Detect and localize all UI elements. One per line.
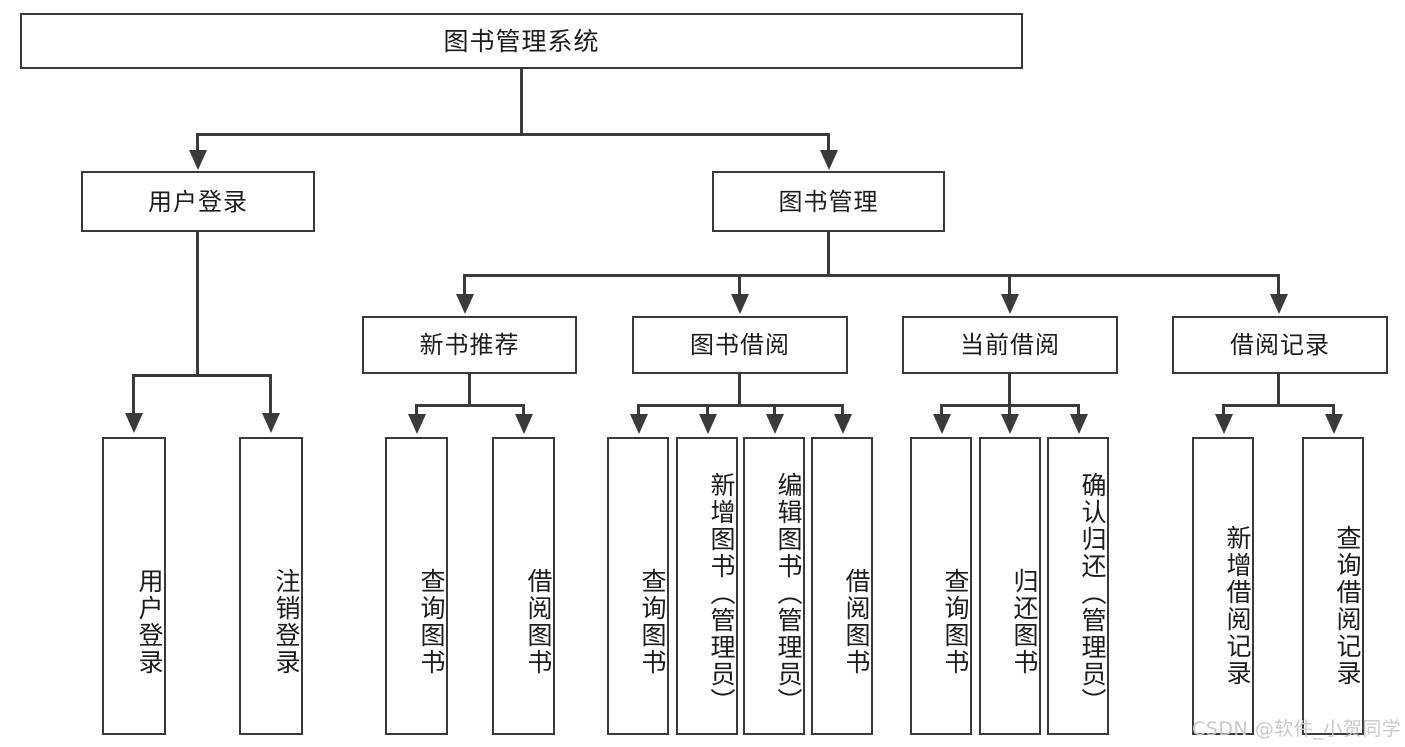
arrowhead-leaf-add-record [1215,414,1233,434]
node-leaf-add-record[interactable]: 新增借阅记录 [1192,437,1254,735]
node-leaf-query-book-1[interactable]: 查询图书 [385,437,448,735]
node-label: 借阅图书 [842,568,871,676]
arrowhead-leaf-query-book-2 [630,414,648,434]
connector-drop-current-borrow [1008,274,1011,299]
connector-book-borrow-bar [637,404,844,407]
arrowhead-leaf-query-book-3 [933,414,951,434]
node-label: 图书管理系统 [443,26,600,56]
connector-borrow-record-bar [1222,404,1335,407]
node-leaf-add-book[interactable]: 新增图书（管理员） [676,437,738,735]
node-leaf-logout[interactable]: 注销登录 [239,437,303,735]
connector-new-book-recommend-stem [468,374,471,406]
connector-drop-leaf-query-book-2 [637,404,640,418]
node-leaf-return-book[interactable]: 归还图书 [979,437,1041,735]
connector-drop-borrow-record [1277,274,1280,299]
connector-drop-leaf-logout [269,374,272,417]
connector-drop-leaf-add-book [706,404,709,418]
arrowhead-leaf-borrow-book-2 [834,414,852,434]
connector-drop-leaf-borrow-book-1 [522,404,525,418]
node-current-borrow[interactable]: 当前借阅 [902,316,1118,374]
connector-current-borrow-stem [1008,374,1011,406]
arrowhead-leaf-query-record [1325,414,1343,434]
node-borrow-record[interactable]: 借阅记录 [1172,316,1388,374]
node-label: 编辑图书（管理员） [774,471,803,715]
node-root-book-management-system[interactable]: 图书管理系统 [20,13,1023,69]
node-label: 查询借阅记录 [1333,525,1362,687]
connector-drop-leaf-borrow-book-2 [841,404,844,418]
connector-level3-bar [463,274,1280,277]
node-book-borrow[interactable]: 图书借阅 [632,316,848,374]
arrowhead-leaf-borrow-book-1 [515,414,533,434]
connector-drop-book-borrow [738,274,741,299]
arrowhead-leaf-user-login [125,413,143,433]
connector-drop-leaf-add-record [1222,404,1225,418]
connector-borrow-record-stem [1277,374,1280,406]
node-label: 当前借阅 [960,331,1060,359]
connector-drop-leaf-return-book [1008,404,1011,418]
node-label: 新增借阅记录 [1223,525,1252,687]
node-label: 图书管理 [778,187,879,216]
node-book-management[interactable]: 图书管理 [712,171,945,232]
arrowhead-borrow-record [1270,294,1288,314]
node-leaf-edit-book[interactable]: 编辑图书（管理员） [743,437,805,735]
arrowhead-leaf-add-book [699,414,717,434]
node-leaf-confirm-return[interactable]: 确认归还（管理员） [1047,437,1109,735]
connector-root-stem [520,69,523,134]
connector-user-login-stem [196,232,199,376]
node-label: 用户登录 [135,568,164,676]
node-user-login[interactable]: 用户登录 [81,171,315,232]
node-label: 借阅图书 [524,568,553,676]
connector-drop-leaf-edit-book [773,404,776,418]
connector-drop-user-login [196,133,199,154]
node-label: 新增图书（管理员） [707,471,736,715]
connector-drop-leaf-confirm-return [1077,404,1080,418]
connector-new-book-recommend-bar [415,404,525,407]
connector-book-management-stem [827,232,830,276]
connector-drop-leaf-query-book-1 [415,404,418,418]
node-leaf-query-book-2[interactable]: 查询图书 [607,437,669,735]
node-label: 注销登录 [272,568,301,676]
node-label: 查询图书 [417,568,446,676]
arrowhead-user-login [189,150,207,170]
node-label: 确认归还（管理员） [1078,471,1107,715]
watermark-text: CSDN @软件_小贺同学 [1192,718,1402,740]
node-leaf-borrow-book-2[interactable]: 借阅图书 [811,437,873,735]
connector-drop-book-management [827,133,830,154]
arrowhead-leaf-edit-book [766,414,784,434]
node-label: 查询图书 [941,568,970,676]
connector-drop-leaf-query-book-3 [940,404,943,418]
connector-user-login-bar [132,374,272,377]
node-leaf-query-record[interactable]: 查询借阅记录 [1302,437,1364,735]
node-label: 借阅记录 [1230,331,1330,359]
node-label: 图书借阅 [690,331,790,359]
node-leaf-borrow-book-1[interactable]: 借阅图书 [492,437,555,735]
node-leaf-query-book-3[interactable]: 查询图书 [910,437,972,735]
arrowhead-book-management [820,150,838,170]
arrowhead-book-borrow [731,294,749,314]
connector-book-borrow-stem [738,374,741,406]
node-leaf-user-login[interactable]: 用户登录 [102,437,166,735]
arrowhead-new-book-recommend [456,294,474,314]
node-new-book-recommend[interactable]: 新书推荐 [362,316,577,374]
arrowhead-leaf-query-book-1 [408,414,426,434]
node-label: 归还图书 [1010,568,1039,676]
node-label: 新书推荐 [419,331,520,359]
connector-drop-new-book-recommend [463,274,466,299]
connector-drop-leaf-query-record [1332,404,1335,418]
arrowhead-leaf-confirm-return [1070,414,1088,434]
connector-drop-leaf-user-login [132,374,135,417]
node-label: 用户登录 [148,187,248,216]
arrowhead-leaf-return-book [1001,414,1019,434]
arrowhead-current-borrow [1001,294,1019,314]
node-label: 查询图书 [638,568,667,676]
arrowhead-leaf-logout [262,413,280,433]
connector-root-bar [196,133,830,136]
